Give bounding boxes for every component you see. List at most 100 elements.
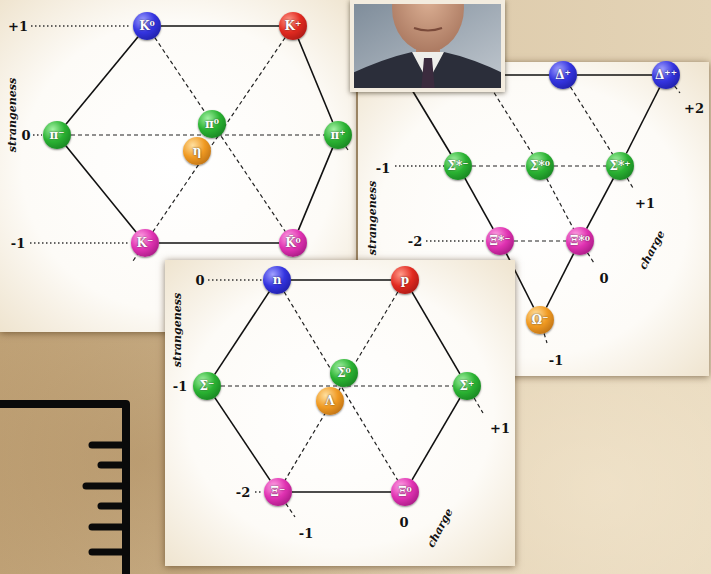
strangeness-guide (33, 134, 42, 135)
axis-value: +1 (490, 422, 510, 435)
particle-circle: K⁺ (279, 12, 307, 40)
axis-value: +2 (684, 102, 704, 115)
particle-circle: Ξ⁰ (391, 478, 419, 506)
axis-value: 0 (21, 129, 30, 142)
particle-circle: Ω⁻ (526, 306, 554, 334)
particle-symbol: Λ (325, 395, 334, 407)
photo-tie (421, 58, 435, 92)
multiplet-edge (546, 253, 573, 307)
strangeness-guide (255, 491, 263, 492)
multiplet-edge (412, 398, 460, 480)
strangeness-guide (395, 165, 444, 166)
axis-value: 0 (599, 272, 608, 285)
multiplet-edge (161, 25, 279, 27)
strangeness-guide (426, 240, 486, 241)
particle-symbol: K⁺ (285, 20, 302, 32)
multiplet-edge (66, 146, 136, 232)
charge-line (57, 134, 338, 135)
particle-circle: π⁰ (198, 110, 226, 138)
particle-symbol: Ξ*⁻ (489, 235, 510, 247)
particle-circle: p (391, 266, 419, 294)
particle-symbol: Σ*⁺ (609, 160, 630, 172)
multiplet-edge (472, 165, 526, 166)
axis-value: -2 (408, 235, 422, 248)
particle-symbol: Δ⁺⁺ (655, 69, 677, 81)
axis-value: -1 (11, 237, 25, 250)
multiplet-edge (412, 292, 460, 374)
ruler-tick (92, 524, 126, 531)
particle-symbol: K⁰ (139, 20, 155, 32)
particle-symbol: p (401, 274, 409, 286)
particle-circle: π⁻ (43, 121, 71, 149)
multiplet-edge (159, 242, 279, 244)
axis-value: -2 (236, 486, 250, 499)
axis-value: -1 (376, 162, 390, 175)
charge-line (147, 26, 293, 243)
particle-symbol: η (193, 145, 202, 157)
particle-circle: Ξ*⁰ (566, 227, 594, 255)
ruler-tick (92, 442, 126, 449)
charge-line (277, 280, 412, 504)
photo-mouth (414, 28, 442, 31)
particle-circle: Σ*⁰ (526, 152, 554, 180)
particle-circle: K⁻ (131, 229, 159, 257)
particle-symbol: K̄⁰ (285, 237, 301, 249)
particle-circle: η (183, 137, 211, 165)
particle-symbol: π⁻ (49, 129, 64, 141)
axis-value: 0 (195, 274, 204, 287)
axis-title: charge (637, 229, 667, 272)
particle-circle: K⁰ (133, 12, 161, 40)
multiplet-edge (291, 279, 391, 281)
particle-symbol: Ξ⁻ (271, 486, 286, 498)
photo-suit (350, 52, 505, 92)
particle-symbol: Σ⁰ (337, 367, 351, 379)
multiplet-edge (514, 240, 566, 241)
axis-value: -1 (549, 354, 563, 367)
diagram-card: 0strangeness-1+1-20charge-1npΣ⁻Σ⁰ΛΣ⁺Ξ⁻Ξ⁰ (165, 260, 515, 566)
ruler-bar (0, 404, 126, 574)
particle-symbol: K⁻ (137, 237, 154, 249)
axis-value: +1 (8, 20, 28, 33)
axis-title: charge (425, 507, 455, 550)
particle-symbol: Ξ⁰ (398, 486, 412, 498)
particle-symbol: π⁺ (330, 129, 345, 141)
particle-circle: n (263, 266, 291, 294)
particle-circle: Λ (316, 387, 344, 415)
ruler-tick (86, 483, 126, 490)
multiplet-edge (298, 39, 332, 122)
particle-symbol: Σ⁻ (200, 380, 215, 392)
ruler-tick (101, 503, 126, 510)
particle-circle: Ξ*⁻ (486, 227, 514, 255)
multiplet-edge (587, 178, 614, 228)
multiplet-edge (66, 37, 138, 124)
strangeness-guide (31, 25, 131, 26)
particle-symbol: Δ⁺ (555, 69, 571, 81)
multiplet-edge (577, 74, 652, 76)
baryon-lines (165, 260, 515, 566)
particle-symbol: Σ*⁻ (447, 160, 468, 172)
particle-circle: Σ⁺ (453, 372, 481, 400)
particle-circle: K̄⁰ (279, 229, 307, 257)
axis-title: strangeness (367, 181, 378, 255)
photo-face (392, 0, 464, 52)
particle-symbol: Σ⁺ (460, 380, 475, 392)
axis-value: 0 (399, 516, 408, 529)
particle-circle: π⁺ (324, 121, 352, 149)
particle-symbol: Σ*⁰ (530, 160, 550, 172)
particle-circle: Δ⁺ (549, 61, 577, 89)
particle-symbol: π⁰ (205, 118, 219, 130)
particle-circle: Δ⁺⁺ (652, 61, 680, 89)
charge-line (278, 280, 405, 492)
charge-line (563, 75, 620, 166)
multiplet-edge (626, 87, 659, 153)
particle-symbol: Ξ*⁰ (570, 235, 590, 247)
particle-symbol: n (273, 274, 282, 286)
particle-circle: Σ*⁺ (606, 152, 634, 180)
charge-line (133, 26, 293, 261)
axis-title: strangeness (172, 293, 183, 367)
axis-value: -1 (173, 380, 187, 393)
strangeness-guide (30, 242, 129, 243)
multiplet-edge (292, 491, 391, 493)
particle-circle: Σ*⁻ (444, 152, 472, 180)
